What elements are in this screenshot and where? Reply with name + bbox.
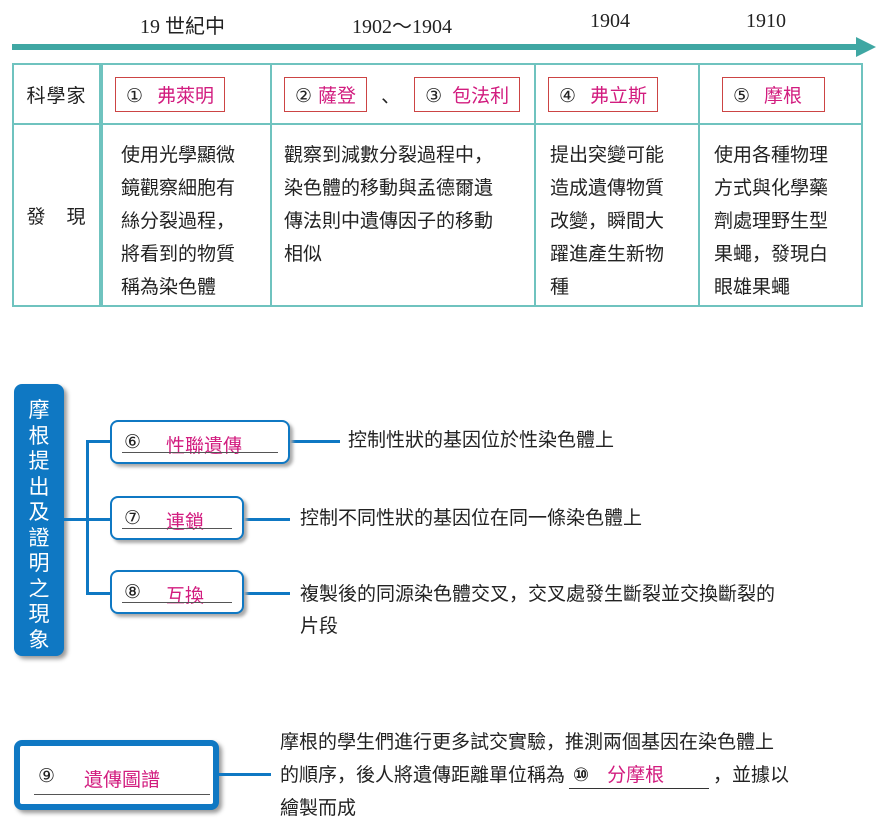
row-label-discovery: 發 現 xyxy=(12,123,103,307)
bracket-connector xyxy=(64,518,86,521)
bracket-connector xyxy=(219,773,271,776)
morgan-sidebar: 摩 根 提 出 及 證 明 之 現 象 xyxy=(14,384,64,656)
bracket-connector xyxy=(290,440,340,443)
term-box-crossover: ⑧ 互換 xyxy=(110,570,244,614)
answer-underline xyxy=(122,602,232,603)
term-description: 控制不同性狀的基因位在同一條染色體上 xyxy=(300,507,643,529)
cell-discovery-1: 使用光學顯微 鏡觀察細胞有 絲分裂過程， 將看到的物質 稱為染色體 xyxy=(100,123,272,307)
bracket-connector xyxy=(244,518,290,521)
year-label: 19 世紀中 xyxy=(140,16,225,38)
table-row: 發 現 使用光學顯微 鏡觀察細胞有 絲分裂過程， 將看到的物質 稱為染色體 觀察… xyxy=(12,123,863,307)
bracket-connector xyxy=(244,592,290,595)
bracket-connector xyxy=(86,518,110,521)
term-description: 複製後的同源染色體交叉，交叉處發生斷裂並交換斷裂的 片段 xyxy=(300,583,776,637)
separator: 、 xyxy=(381,84,401,107)
bracket-connector xyxy=(86,592,110,595)
answer-underline xyxy=(34,794,210,795)
genetic-map-description: 摩根的學生們進行更多試交實驗，推測兩個基因在染色體上 的順序，後人將遺傳距離單位… xyxy=(280,726,880,825)
term-description: 控制性狀的基因位於性染色體上 xyxy=(348,429,615,451)
row-label-scientist: 科學家 xyxy=(12,63,103,125)
bracket-connector xyxy=(86,440,89,594)
term-box-linkage: ⑦ 連鎖 xyxy=(110,496,244,540)
year-label: 1910 xyxy=(746,10,786,32)
timeline-arrow xyxy=(12,44,860,50)
cell-discovery-2: 觀察到減數分裂過程中， 染色體的移動與孟德爾遺 傳法則中遺傳因子的移動 相似 xyxy=(270,123,536,307)
term-box-sex-linked: ⑥ 性聯遺傳 xyxy=(110,420,290,464)
term-box-genetic-map: ⑨ 遺傳圖譜 xyxy=(14,740,219,810)
year-label: 1904 xyxy=(590,10,630,32)
arrow-head-icon xyxy=(856,37,876,57)
answer-underline xyxy=(122,452,278,453)
bracket-connector xyxy=(86,440,110,443)
cell-discovery-3: 提出突變可能 造成遺傳物質 改變，瞬間大 躍進產生新物 種 xyxy=(534,123,700,307)
cell-discovery-4: 使用各種物理 方式與化學藥 劑處理野生型 果蠅，發現白 眼雄果蠅 xyxy=(698,123,863,307)
answer-underline xyxy=(122,528,232,529)
year-label: 1902～1904 xyxy=(352,16,452,38)
